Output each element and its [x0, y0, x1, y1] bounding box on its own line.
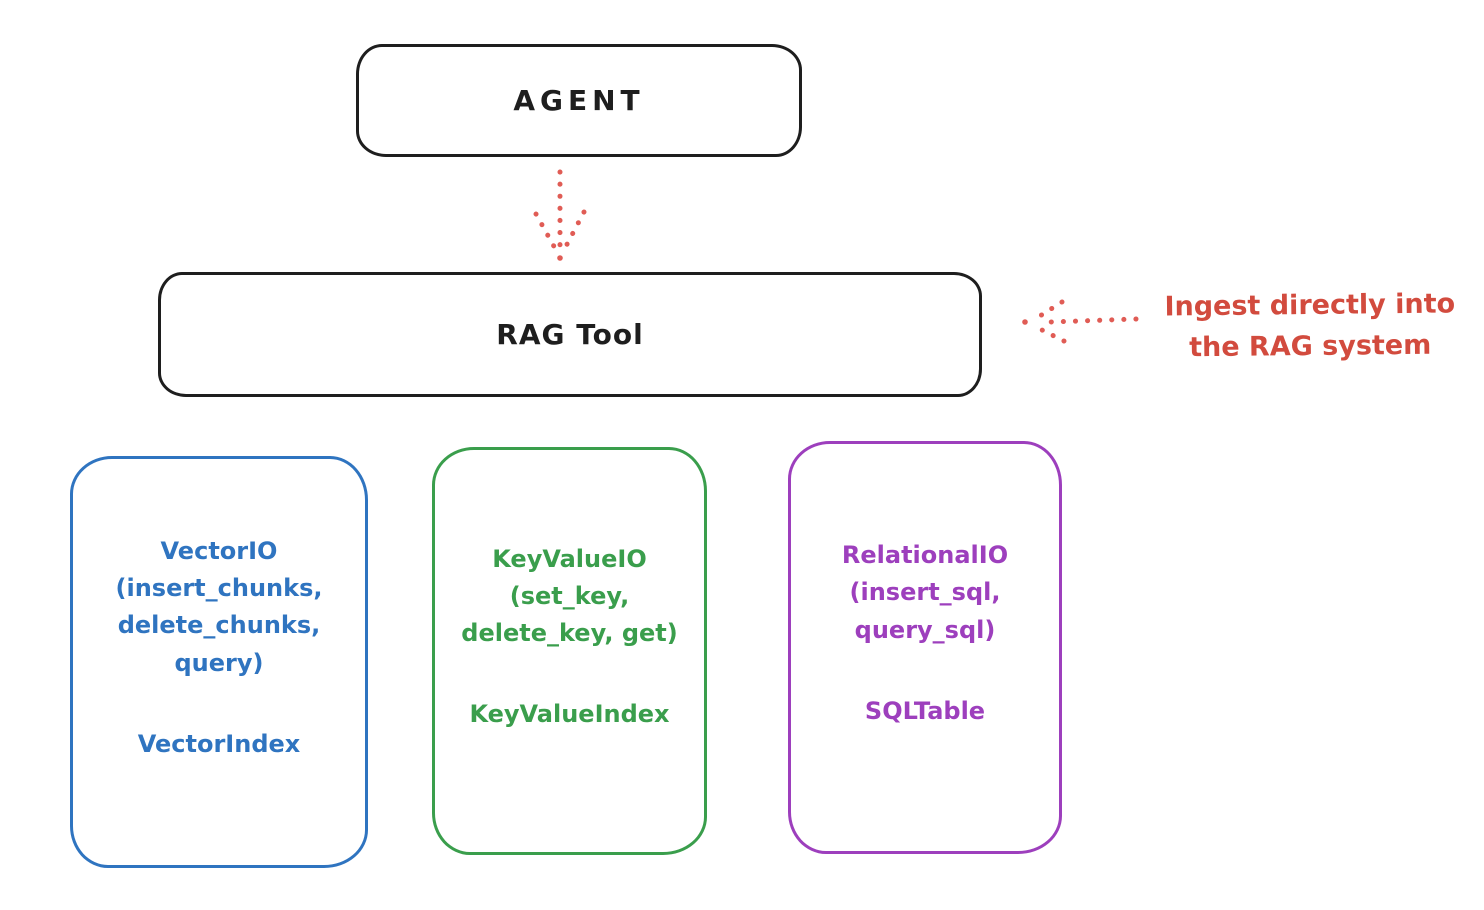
agent-node: AGENT: [356, 44, 802, 157]
ingest-annotation-arrow: [1022, 299, 1139, 344]
vector-io-line: VectorIO: [160, 537, 278, 566]
vector-io-line: query): [174, 648, 264, 677]
relational-io-line: query_sql): [854, 615, 996, 644]
relational-io-line: RelationalIO: [841, 541, 1009, 570]
rag-tool-node: RAG Tool: [158, 272, 982, 397]
relational-io-line: (insert_sql,: [849, 578, 1001, 607]
vector-io-line: (insert_chunks,: [115, 574, 323, 603]
keyvalue-io-text: KeyValueIO (set_key, delete_key, get) Ke…: [461, 541, 677, 734]
vector-io-node: VectorIO (insert_chunks, delete_chunks, …: [70, 456, 368, 868]
keyvalue-io-node: KeyValueIO (set_key, delete_key, get) Ke…: [432, 447, 707, 855]
relational-io-text: RelationalIO (insert_sql, query_sql) SQL…: [842, 537, 1008, 730]
agent-to-rag-arrow: [533, 169, 587, 261]
ingest-annotation-line: Ingest directly into: [1164, 288, 1456, 323]
vector-index-label: VectorIndex: [137, 729, 301, 758]
keyvalue-io-line: KeyValueIO: [492, 544, 647, 573]
rag-tool-label: RAG Tool: [496, 318, 644, 351]
vector-io-text: VectorIO (insert_chunks, delete_chunks, …: [116, 533, 323, 763]
keyvalue-io-line: (set_key,: [509, 581, 630, 610]
ingest-annotation-line: the RAG system: [1188, 329, 1432, 363]
ingest-annotation: Ingest directly into the RAG system: [1138, 284, 1483, 369]
relational-io-node: RelationalIO (insert_sql, query_sql) SQL…: [788, 441, 1062, 854]
keyvalue-io-line: delete_key, get): [461, 619, 678, 647]
vector-io-line: delete_chunks,: [117, 611, 321, 640]
agent-label: AGENT: [513, 84, 645, 117]
sqltable-label: SQLTable: [864, 696, 986, 725]
keyvalue-index-label: KeyValueIndex: [469, 700, 670, 729]
